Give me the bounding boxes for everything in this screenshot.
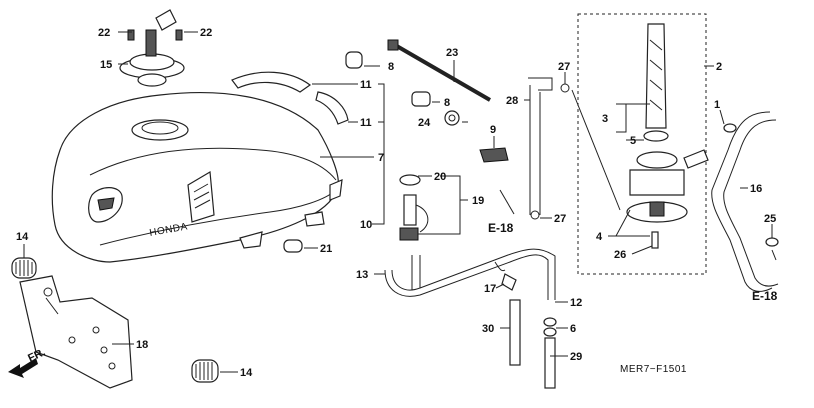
grommet-upper [345, 51, 363, 69]
callout-5: 5 [630, 135, 636, 147]
tank-bracket [19, 275, 133, 389]
drain-tube-assembly [384, 248, 556, 300]
callout-22-left: 22 [98, 27, 110, 39]
fuel-cap-assembly [119, 9, 185, 87]
callout-9: 9 [490, 124, 496, 136]
callout-14-lower: 14 [240, 367, 253, 379]
tube-clip-lower [765, 237, 779, 247]
callout-7: 7 [378, 152, 384, 164]
callout-14-upper: 14 [16, 231, 29, 243]
rubber-cushion-lower [191, 359, 219, 383]
callout-16: 16 [750, 183, 762, 195]
callout-6: 6 [570, 323, 576, 335]
rubber-pad [479, 147, 509, 163]
tube-clip-upper [723, 123, 737, 133]
rubber-cushion-upper [11, 257, 37, 279]
nut [444, 110, 460, 126]
callout-3: 3 [602, 113, 608, 125]
callout-8-upper: 8 [388, 61, 394, 73]
callout-10: 10 [360, 219, 372, 231]
callout-28: 28 [506, 95, 518, 107]
ref-e18-right: E-18 [752, 289, 778, 303]
callout-1: 1 [714, 99, 720, 111]
callout-25: 25 [764, 213, 776, 225]
callout-27-upper: 27 [558, 61, 570, 73]
callout-29: 29 [570, 351, 582, 363]
callout-13: 13 [356, 269, 368, 281]
lower-tube [544, 337, 556, 389]
tank-trim-pieces [231, 71, 349, 253]
callout-17: 17 [484, 283, 496, 295]
fuel-sensor [399, 174, 429, 241]
callout-20: 20 [434, 171, 446, 183]
callout-26: 26 [614, 249, 626, 261]
breather-tube [528, 77, 553, 215]
callout-30: 30 [482, 323, 494, 335]
fuel-cock-assembly [577, 13, 709, 275]
joint-fitting [543, 317, 557, 337]
callout-12: 12 [570, 297, 582, 309]
callout-22-right: 22 [200, 27, 212, 39]
ref-e18-left: E-18 [488, 221, 514, 235]
callout-15: 15 [100, 59, 112, 71]
leader-lines [23, 31, 777, 373]
callout-21: 21 [320, 243, 332, 255]
clamp-lower [530, 210, 540, 220]
hose-clip [501, 273, 517, 291]
clamp-upper [560, 83, 570, 93]
callout-18: 18 [136, 339, 148, 351]
callout-8-middle: 8 [444, 97, 450, 109]
callout-4: 4 [596, 231, 603, 243]
callout-23: 23 [446, 47, 458, 59]
pivot-rod [387, 39, 492, 102]
fuel-tank: HONDA [51, 91, 343, 263]
callout-2: 2 [716, 61, 722, 73]
front-arrow-icon [8, 358, 38, 378]
grommet-middle [411, 91, 431, 107]
fuel-tube-right [711, 111, 779, 292]
callout-11-upper: 11 [360, 79, 372, 91]
callout-11-lower: 11 [360, 117, 372, 129]
callout-24: 24 [418, 117, 431, 129]
overflow-tube [509, 299, 521, 366]
diagram-code: MER7−F1501 [620, 364, 687, 375]
callout-27-lower: 27 [554, 213, 566, 225]
callout-19: 19 [472, 195, 484, 207]
